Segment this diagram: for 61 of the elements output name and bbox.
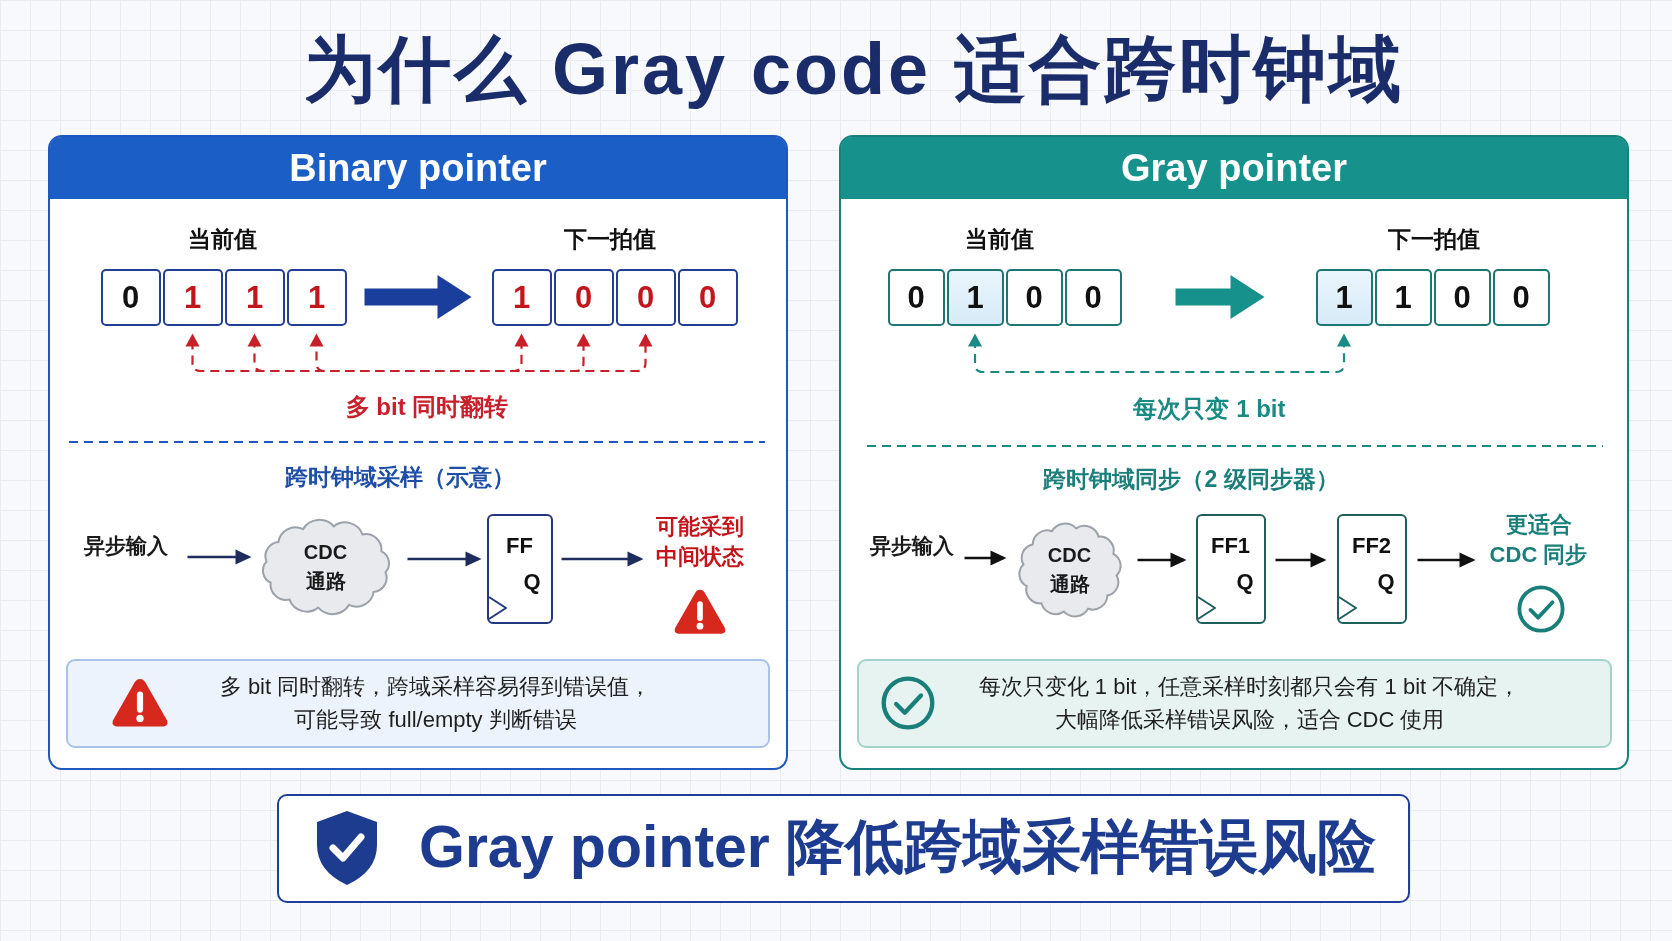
dashed-arrow (968, 333, 1351, 374)
bit-cell: 0 (1064, 268, 1122, 326)
diagram-title: 为什么 Gray code 适合跨时钟域 (303, 28, 1405, 111)
bit-cell: 1 (162, 268, 223, 326)
bit-cell: 0 (100, 268, 161, 326)
arrow (1275, 552, 1327, 568)
panel-card (48, 135, 788, 770)
arrow (1137, 552, 1187, 568)
summary-banner (277, 794, 1410, 903)
panel-header: Gray pointer (841, 137, 1627, 199)
bit-cell: 1 (1315, 268, 1373, 326)
arrow (964, 550, 1007, 566)
bit-cell: 0 (615, 268, 676, 326)
bit-cell: 0 (1005, 268, 1063, 326)
input-label: 异步输入 (869, 530, 954, 561)
flip-flop-box (1336, 513, 1407, 624)
arrow (561, 551, 644, 567)
block-arrow (364, 275, 472, 319)
bit-cell: 1 (286, 268, 347, 326)
note-box (65, 658, 770, 748)
arrow (1417, 552, 1476, 568)
note-box (856, 658, 1612, 748)
section-heading: 跨时钟域采样（示意） (285, 462, 515, 492)
dashed-arrow (185, 333, 529, 373)
panel-header: Binary pointer (50, 137, 786, 199)
input-label: 异步输入 (83, 530, 168, 561)
bit-cell: 0 (887, 268, 945, 326)
banner-text: Gray pointer 降低跨域采样错误风险 (419, 813, 1377, 882)
output-pin-label: Q (1236, 568, 1254, 595)
register-caption: 当前值 (964, 224, 1034, 254)
bit-cell: 1 (946, 268, 1004, 326)
cloud-label: CDC通路 (1046, 542, 1093, 597)
result-text: 可能采到中间状态 (653, 511, 746, 574)
result-text: 更适合CDC 同步 (1485, 509, 1592, 572)
register-caption: 当前值 (187, 224, 257, 254)
bit-cell: 1 (491, 268, 552, 326)
output-pin-label: Q (523, 568, 541, 595)
flip-flop-name: FF2 (1351, 532, 1392, 559)
bit-cell: 0 (1433, 268, 1491, 326)
bit-cell: 0 (553, 268, 614, 326)
panel-card (839, 135, 1629, 770)
bit-cell: 1 (1374, 268, 1432, 326)
output-pin-label: Q (1377, 568, 1395, 595)
arrow (187, 549, 252, 565)
flip-flop-box (486, 513, 553, 624)
register-caption: 下一拍值 (1388, 224, 1480, 254)
block-arrow (1175, 275, 1265, 319)
dashed-arrow (247, 333, 591, 373)
flip-flop-name: FF (506, 532, 533, 559)
note-text: 每次只变化 1 bit，任意采样时刻都只会有 1 bit 不确定，大幅降低采样错误风险，适合 CDC 使用 (977, 673, 1522, 734)
bit-cell: 0 (1492, 268, 1550, 326)
flip-flop-name: FF1 (1210, 532, 1251, 559)
flip-flop-box (1195, 513, 1266, 624)
dashed-arrow (309, 333, 653, 373)
arrow (407, 551, 482, 567)
register-caption: 下一拍值 (564, 224, 656, 254)
cloud-label: CDC通路 (302, 539, 349, 594)
bit-cell: 0 (677, 268, 738, 326)
bit-cell: 1 (224, 268, 285, 326)
section-heading: 跨时钟域同步（2 级同步器） (1043, 464, 1339, 494)
note-text: 多 bit 同时翻转，跨域采样容易得到错误值，可能导致 full/empty 判断错误 (218, 673, 653, 734)
